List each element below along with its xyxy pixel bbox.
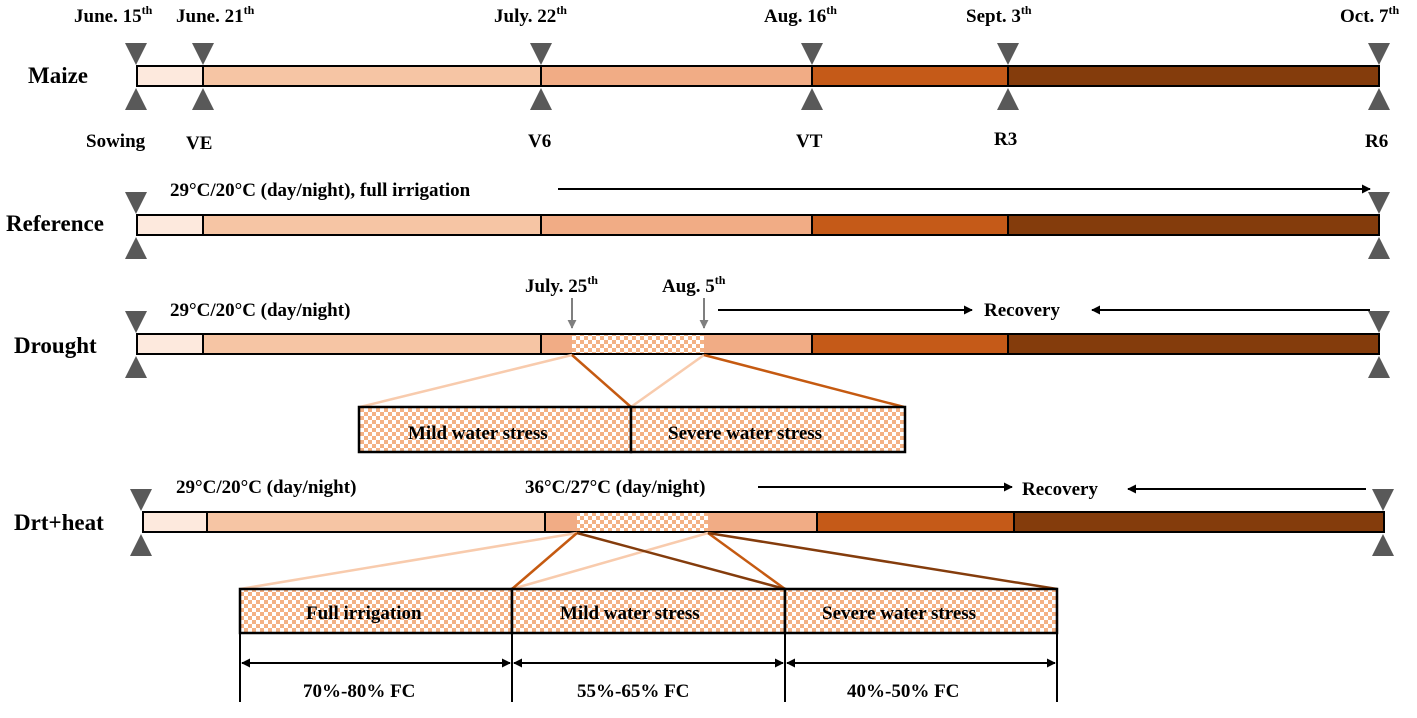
stage-label-vt: VT [796, 131, 823, 152]
stress-start-label: July. 25th [525, 273, 598, 297]
stage-bar-reference [136, 214, 1380, 236]
stage-bar-drought [136, 333, 1380, 355]
date-label: Sept. 3th [966, 3, 1032, 27]
stage-label-sowing: Sowing [86, 131, 146, 152]
row-label-drt-heat: Drt+heat [14, 510, 104, 535]
row-label-reference: Reference [6, 211, 104, 236]
recovery-label: Recovery [1022, 479, 1098, 500]
fc-range-label: 40%-50% FC [847, 681, 959, 702]
stage-bar-drt-heat [142, 511, 1385, 533]
condition-note-drt-heat: 29°C/20°C (day/night) [176, 477, 356, 498]
fc-range-brackets [239, 633, 1058, 702]
stage-markers-maize [125, 43, 1390, 110]
date-label: Aug. 16th [764, 3, 837, 27]
stress-panels-drought [357, 405, 907, 454]
stage-label-r3: R3 [994, 129, 1017, 150]
date-label: June. 15th [74, 3, 153, 27]
panel-label-mild: Mild water stress [560, 603, 700, 624]
zoom-lines-drought [359, 353, 905, 409]
row-label-maize: Maize [28, 63, 88, 88]
date-label: Oct. 7th [1340, 3, 1400, 27]
stage-markers-drt-heat [130, 489, 1394, 556]
panel-label-severe: Severe water stress [668, 423, 822, 444]
stage-label-r6: R6 [1365, 131, 1388, 152]
stress-panels-drt-heat [238, 587, 1059, 635]
zoom-lines-drt-heat [239, 531, 1058, 591]
stage-markers-drought [125, 311, 1390, 378]
stage-bar-maize [136, 65, 1380, 87]
row-label-drought: Drought [14, 333, 97, 358]
condition-note-drought: 29°C/20°C (day/night) [170, 300, 350, 321]
heat-condition-note: 36°C/27°C (day/night) [525, 477, 705, 498]
recovery-label: Recovery [984, 300, 1060, 321]
panel-label-full: Full irrigation [306, 603, 422, 624]
date-label: June. 21th [176, 3, 255, 27]
stage-markers-reference [125, 192, 1390, 259]
panel-label-severe: Severe water stress [822, 603, 976, 624]
fc-range-label: 70%-80% FC [303, 681, 415, 702]
date-label: July. 22th [494, 3, 567, 27]
fc-range-label: 55%-65% FC [577, 681, 689, 702]
stress-end-label: Aug. 5th [662, 273, 726, 297]
panel-label-mild: Mild water stress [408, 423, 548, 444]
condition-note-reference: 29°C/20°C (day/night), full irrigation [170, 180, 471, 201]
stage-label-v6: V6 [528, 131, 551, 152]
stage-label-ve: VE [186, 133, 212, 154]
